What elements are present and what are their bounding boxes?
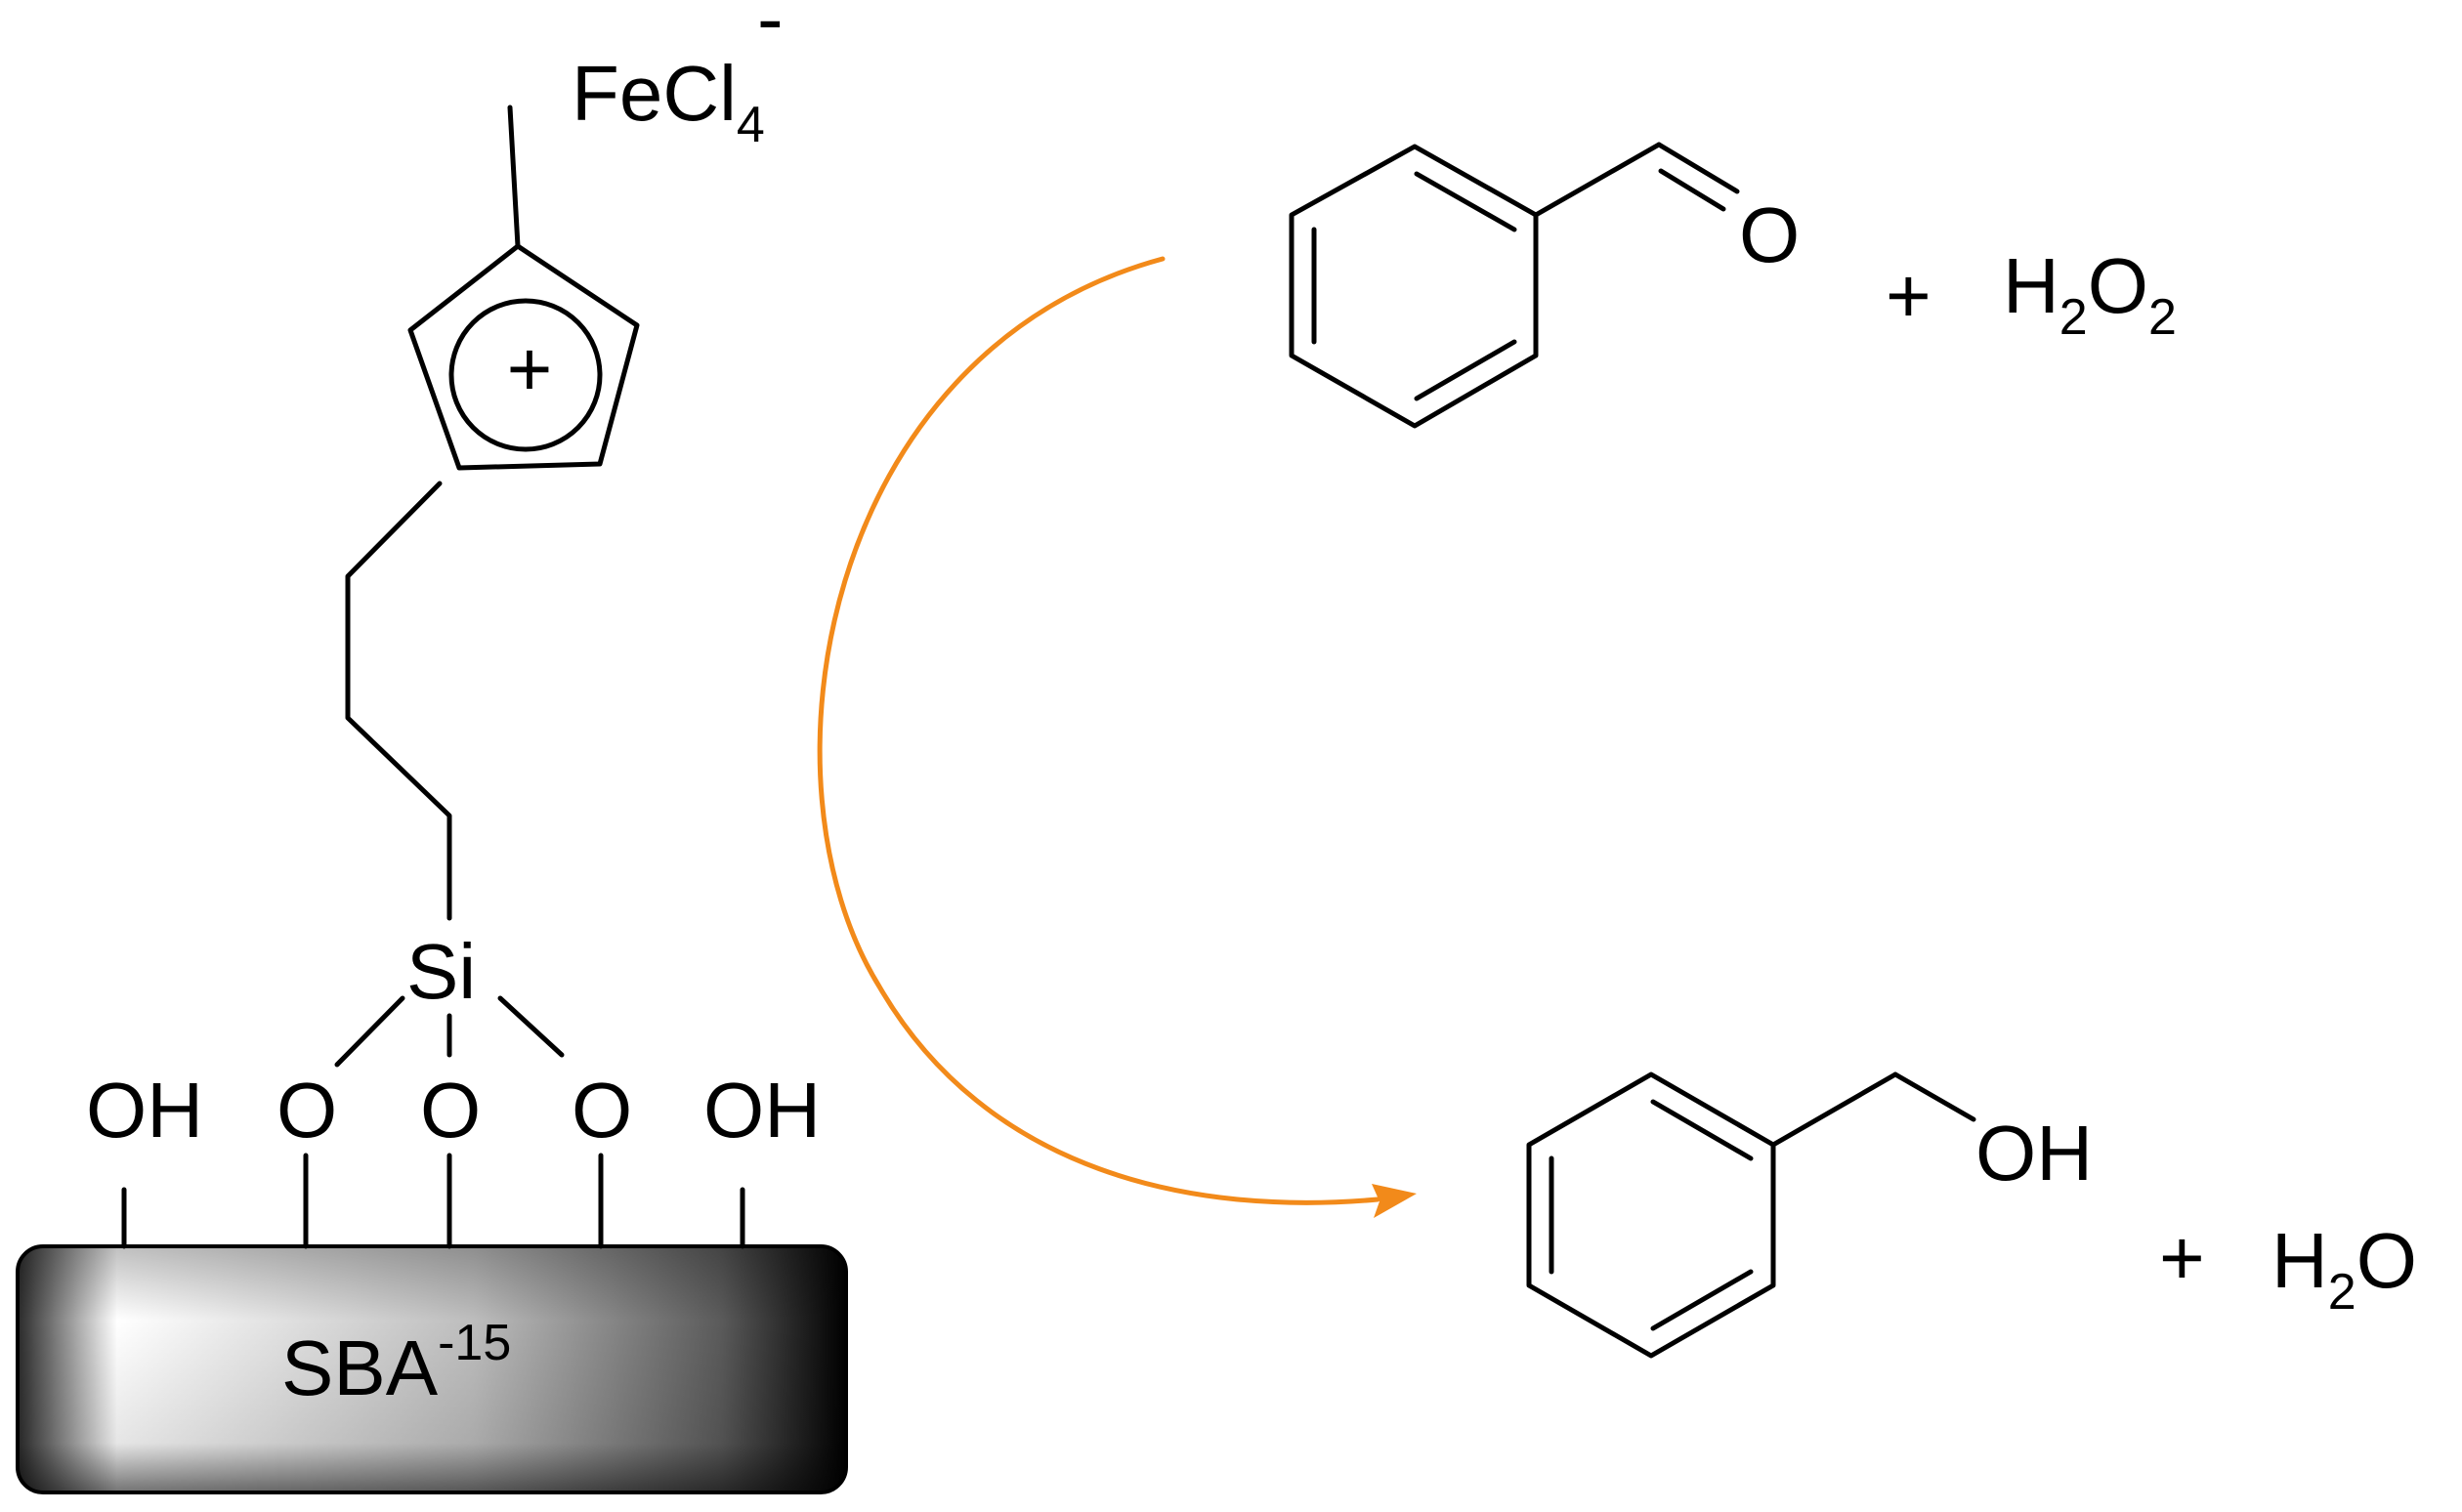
surface-oxygen-center: O (420, 1067, 481, 1154)
silicon-atom: Si (406, 928, 476, 1015)
methyl-bond (507, 105, 521, 249)
water: H2O (2271, 1217, 2417, 1321)
benzaldehyde: O (1289, 142, 1800, 429)
hydroxyl-group: OH (1975, 1110, 2093, 1197)
imidazolium-ring: + (407, 105, 640, 471)
propyl-linker (345, 481, 452, 921)
benzyl-alcohol: OH (1526, 1071, 2093, 1359)
hydrogen-peroxide: H2O2 (2003, 242, 2177, 346)
sba15-support: SBA-15 (16, 1244, 848, 1494)
counter-anion: FeCl4 (572, 50, 765, 153)
surface-hydroxyl-right: OH (703, 1067, 821, 1154)
ring-charge: + (507, 325, 553, 412)
surface-bonds (121, 1153, 745, 1249)
support-shading (18, 1246, 846, 1492)
arrowhead (1372, 1184, 1417, 1218)
siloxane-bonds (334, 995, 565, 1068)
surface-hydroxyl-left: OH (86, 1067, 203, 1154)
surface-oxygen-left: O (276, 1067, 337, 1154)
aldehyde-oxygen: O (1739, 191, 1800, 278)
support-label: SBA-15 (281, 1315, 511, 1411)
reaction-arrow (817, 256, 1417, 1218)
reactant-plus: + (1886, 252, 1931, 339)
surface-oxygen-right: O (572, 1067, 632, 1154)
product-plus: + (2159, 1214, 2205, 1301)
counter-anion-charge: - (757, 0, 784, 62)
